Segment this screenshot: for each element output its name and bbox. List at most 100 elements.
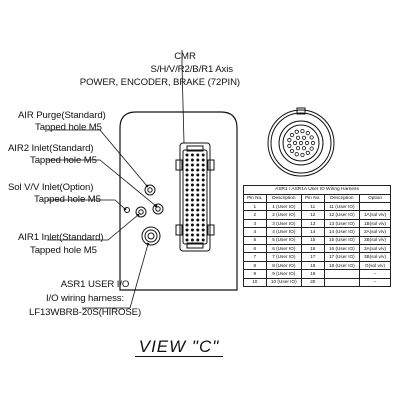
round-pin [289, 148, 295, 154]
table-cell: 4 [243, 227, 267, 237]
view-label: VIEW "C" [0, 337, 358, 357]
cmr-pin [185, 178, 189, 182]
round-pin [295, 146, 301, 151]
cmr-pin [196, 168, 200, 172]
air2-inlet-port [152, 203, 164, 215]
col-header: Option [359, 193, 391, 204]
col-header: Description [265, 193, 303, 204]
table-cell: 18 (User IO) [323, 260, 361, 271]
cmr-pin [201, 163, 205, 167]
table-cell: 3 (User IO) [265, 218, 303, 229]
table-caption: ASR1 / ASR1A User IO Wiring Harness [243, 185, 391, 194]
cmr-pin [201, 218, 205, 222]
cmr-pin [190, 188, 194, 192]
cmr-pin [190, 183, 194, 187]
cmr-pin [201, 213, 205, 217]
col-header: Pin No. [243, 193, 267, 204]
table-cell: 13 [301, 218, 325, 229]
cmr-pin [201, 233, 205, 237]
asr1-title: ASR1 USER I/O [60, 279, 130, 290]
table-cell: 1 [243, 201, 267, 212]
round-pin [309, 135, 314, 140]
table-cell: 8 [243, 260, 267, 271]
cmr-pin [185, 218, 189, 222]
cmr-pin [196, 223, 200, 227]
cmr-pin [185, 153, 189, 157]
cmr-pin [190, 238, 194, 242]
cmr-pin [190, 223, 194, 227]
cmr-pin [190, 168, 194, 172]
cmr-pin [196, 203, 200, 207]
cmr-pin [185, 183, 189, 187]
round-pin [301, 146, 307, 151]
air2-inlet-sublabel: Tapped hole M5 [30, 155, 97, 166]
asr1-harness-label: I/O wiring harness: [45, 293, 125, 304]
table-cell: 13 (User IO) [323, 218, 361, 229]
table-cell: 2 [243, 210, 267, 220]
col-header: Description [323, 193, 361, 204]
table-cell: 16 [301, 243, 325, 254]
round-pin [309, 146, 314, 151]
cmr-pin [201, 238, 205, 242]
air-purge-sublabel: Tapped hole M5 [35, 122, 102, 133]
cmr-pin [201, 158, 205, 162]
round-pin [294, 129, 299, 134]
base-panel [119, 111, 238, 291]
table-cell: 9 [243, 269, 267, 279]
cmr-pin [185, 193, 189, 197]
cmr-pin [196, 153, 200, 157]
air1-inlet-port [135, 206, 147, 218]
round-pin [295, 135, 301, 140]
cmr-pin [201, 223, 205, 227]
cmr-pin [201, 173, 205, 177]
table-cell: – [359, 269, 391, 279]
cmr-pin [201, 228, 205, 232]
table-cell: 12 [301, 210, 325, 220]
cmr-pin [196, 178, 200, 182]
cmr-pin [190, 218, 194, 222]
table-cell: 20 [301, 277, 325, 287]
table-cell: G(sol v/v) [359, 260, 391, 271]
table-cell: 9 (User IO) [265, 269, 303, 279]
cmr-pin [190, 173, 194, 177]
round-pin [289, 132, 295, 138]
cmr-pin [185, 208, 189, 212]
table-cell [323, 269, 361, 279]
cmr-pin [185, 233, 189, 237]
cmr-pin [185, 213, 189, 217]
leader-lines [47, 50, 185, 309]
table-cell: 8 (User IO) [265, 260, 303, 271]
table-cell: 2B(sol v/v) [359, 235, 391, 245]
table-cell: 14 [301, 227, 325, 237]
table-cell: 1A(sol v/v) [359, 210, 391, 220]
round-connector-detail [267, 107, 335, 177]
cmr-axes: S/H/V/R2/B/R1 Axis [150, 64, 234, 75]
cmr-pin [196, 193, 200, 197]
round-pin [298, 140, 304, 146]
table-cell: 6 (User IO) [265, 243, 303, 254]
table-cell: 16 (User IO) [323, 243, 361, 254]
air1-inlet-label: AIR1 Inlet(Standard) [18, 232, 104, 243]
table-cell: – [359, 277, 391, 287]
table-cell: 10 (User IO) [265, 277, 303, 287]
air1-inlet-sublabel: Tapped hole M5 [30, 245, 97, 256]
cmr-pin [196, 238, 200, 242]
round-pin [287, 143, 292, 148]
cmr-pin [196, 218, 200, 222]
table-cell: 6 [243, 243, 267, 254]
cmr-title: CMR [174, 51, 196, 62]
cmr-pin [201, 203, 205, 207]
cmr-pin [201, 208, 205, 212]
cmr-pin [196, 163, 200, 167]
cmr-pin [196, 183, 200, 187]
table-header-row: Pin No. Description Pin No. Description … [243, 193, 391, 204]
cmr-description: POWER, ENCODER, BRAKE (72PIN) [79, 77, 240, 88]
air-purge-port [144, 184, 156, 196]
cmr-pin [201, 168, 205, 172]
cmr-pin [185, 223, 189, 227]
table-cell: 3B(sol v/v) [359, 252, 391, 262]
